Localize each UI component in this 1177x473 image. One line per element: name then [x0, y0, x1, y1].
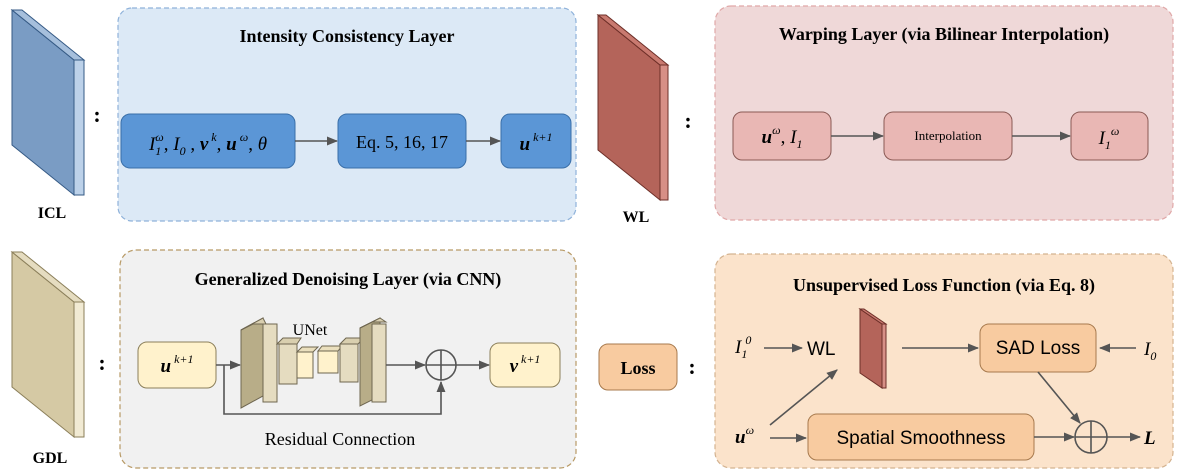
gdl-input-text: u k+1	[160, 352, 193, 377]
icl-input-text: I1ω, I0 , v k, u ω, θ	[148, 130, 267, 158]
gdl-slab-icon	[10, 250, 86, 439]
loss-arrow-sad-sum	[1037, 371, 1081, 424]
gdl-residual-arrow	[223, 365, 446, 415]
icl-output-node	[500, 113, 572, 169]
icl-output-text: u k+1	[519, 130, 552, 155]
loss-input-top: I10	[734, 333, 751, 361]
gdl-label: GDL	[33, 450, 68, 467]
icl-equation-text: Eq. 5, 16, 17	[356, 132, 448, 152]
wl-output-text: I1ω	[1098, 124, 1120, 152]
unet-icon	[240, 317, 388, 409]
gdl-output-text: v k+1	[510, 352, 541, 377]
loss-smooth-text: Spatial Smoothness	[837, 428, 1006, 449]
gdl-sum-icon	[425, 349, 457, 381]
loss-sad-text: SAD Loss	[996, 338, 1080, 359]
loss-wl-text: WL	[807, 339, 836, 360]
gdl-output-node	[489, 342, 561, 388]
loss-badge-text: Loss	[620, 358, 655, 378]
wl-title: Warping Layer (via Bilinear Interpolatio…	[779, 24, 1109, 45]
loss-wl-slab-icon	[858, 308, 888, 389]
gdl-colon: :	[98, 350, 105, 375]
loss-title: Unsupervised Loss Function (via Eq. 8)	[793, 275, 1095, 296]
gdl-residual-label: Residual Connection	[265, 429, 415, 449]
loss-colon: :	[688, 354, 695, 379]
loss-sum-icon	[1074, 420, 1108, 454]
wl-input-text: uω, I1	[762, 123, 803, 151]
unet-label: UNet	[293, 322, 328, 339]
icl-title: Intensity Consistency Layer	[240, 26, 455, 46]
wl-output-node	[1070, 111, 1149, 161]
loss-badge	[598, 343, 678, 391]
icl-colon: :	[93, 102, 100, 127]
gdl-title: Generalized Denoising Layer (via CNN)	[195, 269, 502, 290]
wl-slab-icon	[596, 13, 670, 202]
loss-arrow-u-wl	[769, 369, 838, 426]
loss-i0-text: I0	[1143, 339, 1156, 363]
icl-label: ICL	[38, 205, 66, 222]
loss-input-bottom: uω	[735, 423, 754, 448]
wl-label: WL	[623, 209, 650, 226]
wl-process-text: Interpolation	[914, 128, 982, 143]
loss-output-text: L	[1143, 428, 1156, 449]
icl-slab-icon	[10, 8, 86, 197]
wl-colon: :	[684, 108, 691, 133]
